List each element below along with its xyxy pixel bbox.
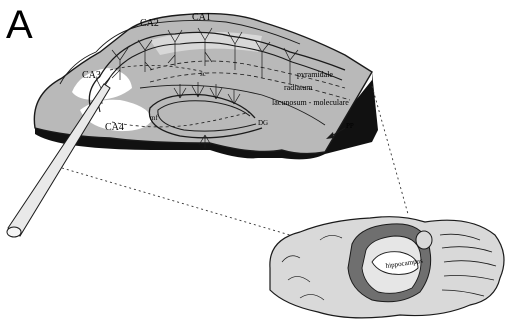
olfactory-bulb — [416, 231, 432, 249]
radiatum-label: radiatum — [284, 83, 313, 92]
rat-brain: hippocampus — [270, 217, 504, 318]
dg-label: DG — [258, 119, 268, 127]
ca4-label: CA4 — [105, 122, 124, 133]
ca2-label: CA2 — [140, 18, 159, 29]
hippocampal-slice: CA1 CA2 CA3 CA4 DG mf sc PP pyramidale r… — [7, 12, 378, 237]
mf-label: mf — [150, 114, 158, 122]
panel-letter: A — [6, 3, 33, 47]
ca1-label: CA1 — [192, 12, 211, 23]
pyramidale-label: pyramidale — [297, 70, 333, 79]
ca3-label: CA3 — [82, 70, 101, 81]
lacunosum-label: lacunosum - moleculare — [272, 98, 349, 107]
sc-label: sc — [200, 70, 206, 78]
pp-label: PP — [346, 122, 354, 130]
